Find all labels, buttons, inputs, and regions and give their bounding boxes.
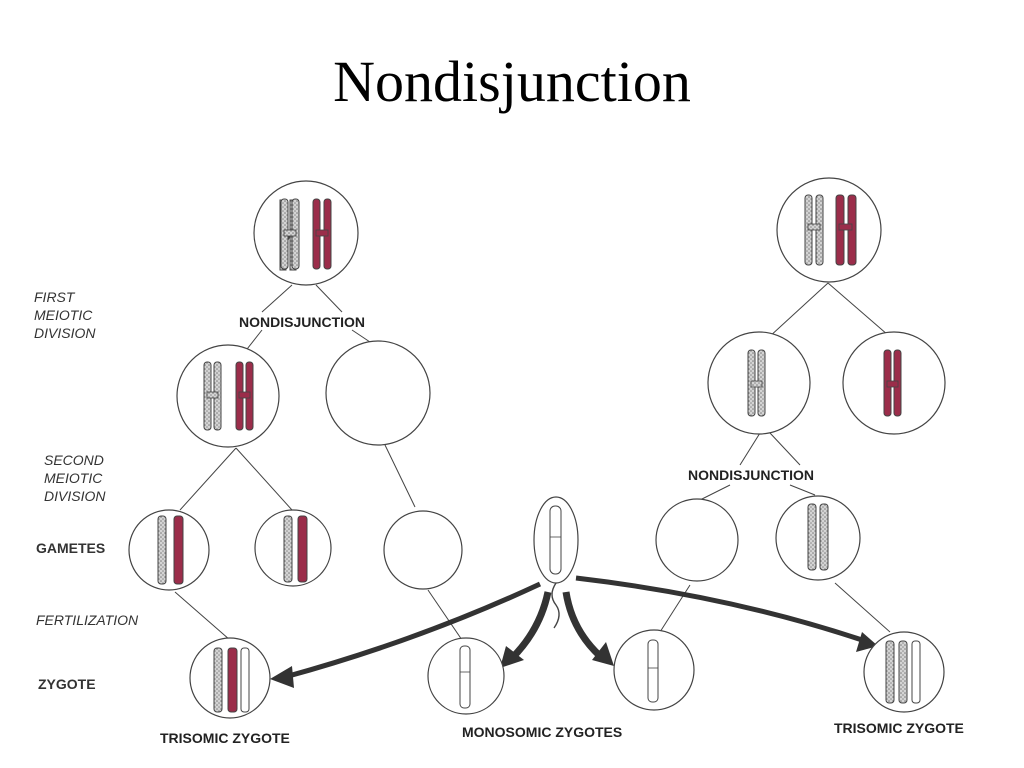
nondisjunction-label-left: NONDISJUNCTION (239, 314, 365, 330)
left-parent-cell (253, 180, 359, 286)
right-parent-cell (776, 177, 882, 283)
left-mi-cell-both-homologs (176, 344, 280, 448)
left-monosomic-zygote-cell (427, 637, 505, 715)
right-mi-cell-maternal (842, 331, 946, 435)
left-gamete-2 (254, 509, 332, 587)
left-gamete-empty (383, 510, 463, 590)
trisomic-zygote-label-left: TRISOMIC ZYGOTE (160, 730, 290, 746)
left-mi-cell-empty (325, 340, 431, 446)
fertilization-label: FERTILIZATION (36, 612, 139, 628)
monosomic-zygotes-label: MONOSOMIC ZYGOTES (462, 724, 622, 740)
fertilization-arrows (270, 575, 878, 688)
gametes-label: GAMETES (36, 540, 105, 556)
right-mi-cell-paternal (707, 331, 811, 435)
right-monosomic-zygote-cell (613, 629, 695, 711)
left-trisomic-zygote-cell (189, 637, 271, 719)
right-gamete-empty (655, 498, 739, 582)
nondisjunction-label-right: NONDISJUNCTION (688, 467, 814, 483)
left-gamete-1 (128, 509, 210, 591)
first-meiotic-division-label-3: DIVISION (34, 325, 96, 341)
second-meiotic-division-label-2: MEIOTIC (44, 470, 103, 486)
slide-title: Nondisjunction (333, 49, 691, 114)
second-meiotic-division-label-1: SECOND (44, 452, 104, 468)
second-meiotic-division-label-3: DIVISION (44, 488, 106, 504)
zygote-label: ZYGOTE (38, 676, 96, 692)
trisomic-zygote-label-right: TRISOMIC ZYGOTE (834, 720, 964, 736)
first-meiotic-division-label-1: FIRST (34, 289, 76, 305)
right-trisomic-zygote-cell (863, 631, 945, 713)
right-gamete-disomic (775, 495, 861, 581)
sperm-cell (533, 496, 579, 629)
first-meiotic-division-label-2: MEIOTIC (34, 307, 93, 323)
